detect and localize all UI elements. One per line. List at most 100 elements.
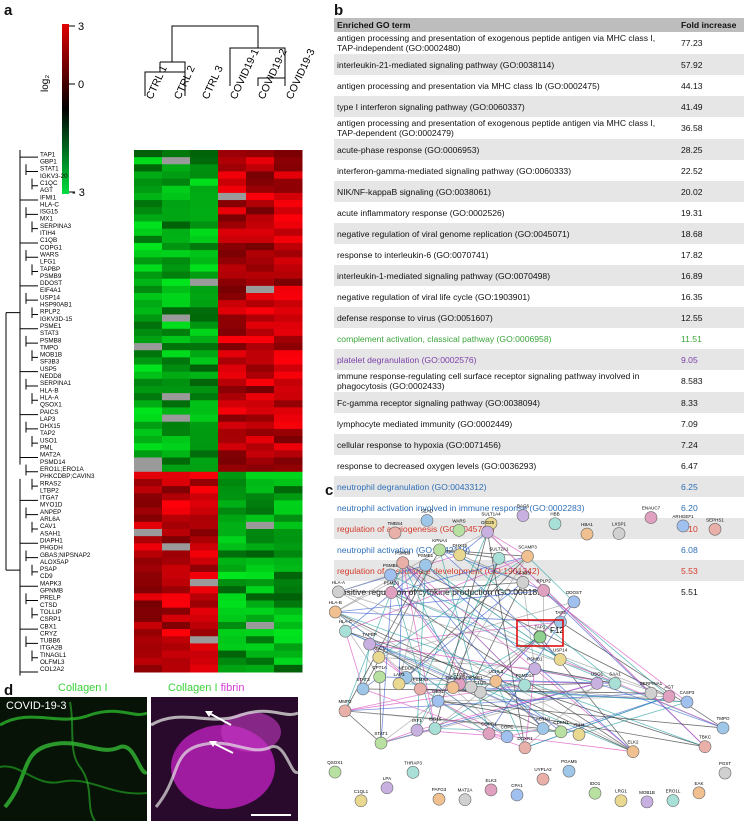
heatmap-cell: [190, 443, 219, 451]
heatmap-cell: [218, 393, 247, 401]
network-node-label: RPLP2: [536, 578, 551, 583]
heatmap-cell: [218, 250, 247, 258]
heatmap-cell: [162, 636, 191, 644]
network-highlight-label: F12: [550, 626, 564, 635]
network-node-label: USP14: [553, 647, 568, 652]
network-node: [518, 678, 532, 692]
network-node: [452, 524, 466, 537]
heatmap-cell: [218, 335, 247, 344]
network-node-label: EIF4A1: [445, 676, 461, 681]
go-fold: 7.09: [681, 418, 698, 429]
network-edge: [344, 710, 562, 733]
heatmap-cell: [190, 178, 219, 187]
heatmap-cell: [190, 528, 219, 537]
heatmap-cell: [190, 557, 219, 566]
heatmap-cell: [246, 343, 275, 351]
network-node: [662, 690, 676, 703]
heatmap-cell: [190, 235, 219, 244]
gene-label: ITGA7: [40, 495, 59, 502]
heatmap-cell: [162, 443, 191, 451]
go-row: neutrophil activation involved in immune…: [334, 497, 744, 518]
heatmap-cell: [274, 450, 303, 458]
go-term: acute-phase response (GO:0006953): [334, 139, 678, 160]
heatmap-cell: [162, 550, 191, 559]
heatmap-cell: [218, 300, 247, 308]
heatmap-cell: [274, 385, 303, 394]
heatmap-cell: [218, 464, 247, 473]
heatmap-cell: [218, 357, 247, 366]
network-edge: [578, 701, 688, 735]
heatmap-cell: [162, 478, 191, 487]
network-node: [640, 795, 654, 809]
arrow-2: [212, 742, 234, 754]
network-node: [419, 558, 432, 572]
heatmap-cell: [162, 157, 191, 165]
heatmap-cell: [218, 478, 247, 487]
network-edge: [470, 582, 524, 688]
go-row: acute-phase response (GO:0006953)28.25: [334, 139, 744, 160]
heatmap-cell: [190, 185, 219, 194]
gene-label: PRELP: [40, 595, 61, 602]
network-node-label: HLA-A: [332, 580, 345, 585]
network-edge: [495, 601, 575, 682]
heatmap-cells: [134, 150, 303, 673]
network-edge: [434, 691, 481, 729]
heatmap-cell: [246, 457, 275, 466]
network-edge: [334, 611, 380, 678]
network-edge: [524, 668, 536, 748]
gene-label: TMPO: [40, 344, 58, 351]
network-node-label: TBKC: [699, 735, 712, 740]
heatmap-cell: [246, 543, 275, 551]
heatmap-cell: [274, 321, 303, 330]
network-edge: [344, 692, 652, 712]
heatmap-cell: [162, 307, 191, 315]
heatmap-cell: [134, 271, 163, 280]
heatmap-cell: [162, 664, 191, 673]
network-edge: [452, 687, 508, 737]
heatmap-cell: [218, 414, 247, 423]
network-edge: [338, 591, 634, 753]
heatmap-cell: [190, 278, 219, 287]
heatmap-cell: [162, 414, 191, 423]
heatmap-cell: [190, 314, 219, 323]
network-edge: [425, 564, 634, 753]
network-edge: [527, 556, 575, 603]
heatmap-cell: [246, 307, 275, 315]
network-node-label: HLA-B: [329, 600, 342, 605]
heatmap-cell: [218, 171, 247, 180]
go-term: complement activation, classical pathway…: [337, 333, 552, 344]
gene-label: PSAP: [40, 566, 57, 573]
heatmap-cell: [134, 364, 163, 373]
network-edge: [402, 562, 436, 729]
go-fold: 19.31: [681, 207, 703, 218]
heatmap-cell: [274, 657, 303, 666]
heatmap-cell: [162, 571, 191, 580]
heatmap-cell: [190, 643, 219, 652]
network-edge: [338, 590, 544, 593]
heatmap-cell: [162, 335, 191, 344]
heatmap-cell: [134, 543, 163, 551]
heatmap-cell: [190, 350, 219, 358]
heatmap-cell: [134, 629, 163, 637]
network-node: [500, 730, 514, 743]
gene-label: TUBB6: [40, 638, 61, 645]
heatmap-cell: [246, 293, 275, 301]
heatmap-cell: [246, 621, 275, 630]
gene-label: PSMB9: [40, 273, 62, 280]
go-fold: 28.25: [678, 139, 744, 160]
heatmap-cell: [218, 221, 247, 230]
heatmap-cell: [162, 436, 191, 444]
network-node-label: LPA: [383, 776, 391, 781]
network-node-label: NEDD8: [399, 665, 415, 670]
heatmap-cell: [218, 450, 247, 458]
network-node: [420, 514, 434, 527]
network-node: [338, 704, 352, 718]
network-node: [612, 527, 626, 540]
heatmap-cell: [274, 371, 303, 380]
network-node-label: PGAM5: [561, 759, 577, 764]
heatmap-cell: [190, 335, 219, 344]
network-node-label: LXSP1: [612, 522, 627, 527]
go-term: antigen processing and presentation of e…: [337, 33, 656, 53]
go-term: antigen processing and presentation via …: [337, 80, 600, 91]
